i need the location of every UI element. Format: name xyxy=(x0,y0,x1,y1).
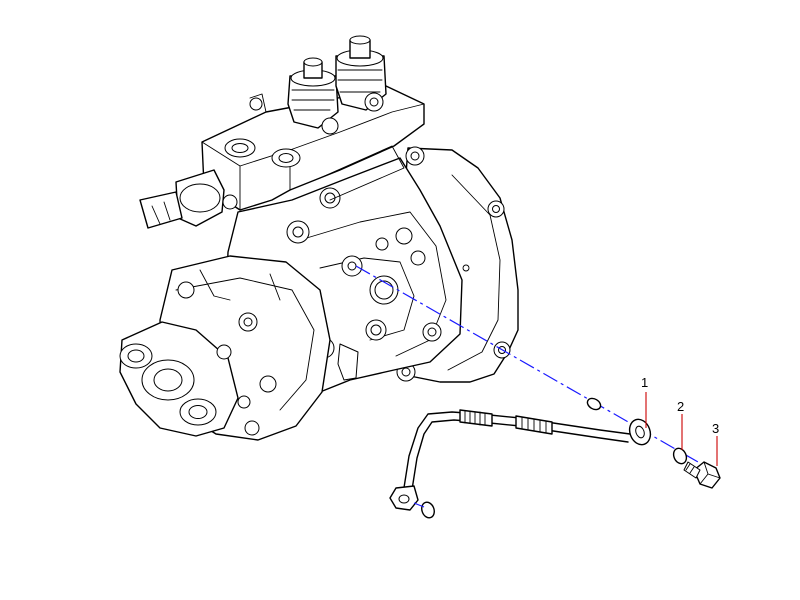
callout-label-3: 3 xyxy=(712,421,719,436)
callout-3: 3 xyxy=(712,421,719,466)
banjo-eye-left xyxy=(389,485,419,511)
callout-label-1: 1 xyxy=(641,375,648,390)
callout-1: 1 xyxy=(641,375,648,428)
high-pressure-pump xyxy=(119,35,519,441)
sealing-washer-item-2 xyxy=(672,447,688,465)
gear-pump-assembly xyxy=(119,255,331,441)
banjo-bolt-item-3 xyxy=(683,461,721,489)
callout-2: 2 xyxy=(677,399,684,450)
sealing-washer-lower xyxy=(421,501,435,519)
inlet-fitting xyxy=(139,169,238,229)
banjo-eye-right xyxy=(628,418,652,446)
outlet-fitting-left xyxy=(287,57,339,135)
outlet-fitting-right xyxy=(335,35,387,112)
fuel-return-line xyxy=(389,409,652,511)
assembly-centerline xyxy=(355,265,713,471)
sealing-washer-upper xyxy=(586,397,602,411)
callout-label-2: 2 xyxy=(677,399,684,414)
